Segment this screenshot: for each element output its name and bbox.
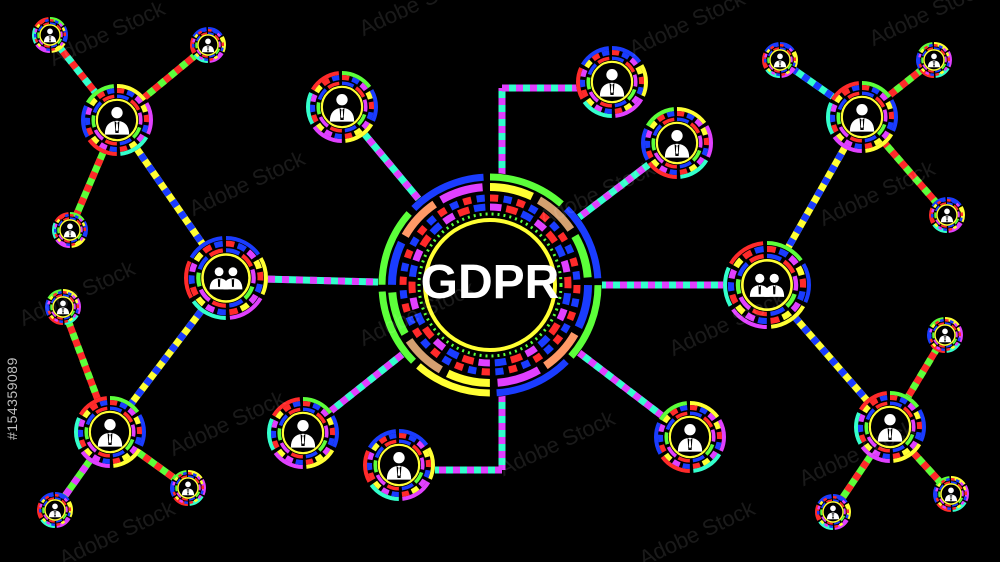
group-node	[184, 236, 268, 320]
person-node	[762, 42, 798, 78]
person-node	[929, 197, 965, 233]
person-node	[815, 494, 851, 530]
watermark-text: Adobe Stock	[185, 145, 310, 221]
watermark-text: Adobe Stock	[635, 495, 760, 562]
connection-line-dash	[487, 140, 680, 288]
watermark-text: Adobe Stock	[625, 0, 750, 61]
watermark-text: Adobe Stock	[495, 405, 620, 481]
watermark-text: Adobe Stock	[355, 0, 480, 41]
network-nodes	[32, 17, 969, 530]
person-node	[306, 71, 378, 143]
person-node	[363, 429, 435, 501]
person-node	[854, 391, 926, 463]
person-node	[170, 470, 206, 506]
person-node	[81, 84, 153, 156]
person-node	[74, 396, 146, 468]
person-node	[45, 289, 81, 325]
person-node	[826, 81, 898, 153]
person-node	[641, 107, 713, 179]
watermark-text: Adobe Stock	[15, 255, 140, 331]
watermark-text: Adobe Stock	[55, 495, 180, 562]
stock-id-text: #154359089	[4, 357, 20, 440]
person-node	[916, 42, 952, 78]
gdpr-hub: GDPR	[378, 173, 602, 397]
hub-label: GDPR	[421, 256, 560, 309]
connection-line-dash	[225, 274, 491, 289]
person-node	[927, 317, 963, 353]
connection-line-dash	[339, 104, 493, 288]
person-node	[32, 17, 68, 53]
person-node	[37, 492, 73, 528]
person-node	[654, 401, 726, 473]
person-node	[267, 397, 339, 469]
group-node	[723, 241, 811, 329]
person-node	[190, 27, 226, 63]
person-node	[576, 46, 648, 118]
person-node	[52, 212, 88, 248]
person-node	[933, 476, 969, 512]
